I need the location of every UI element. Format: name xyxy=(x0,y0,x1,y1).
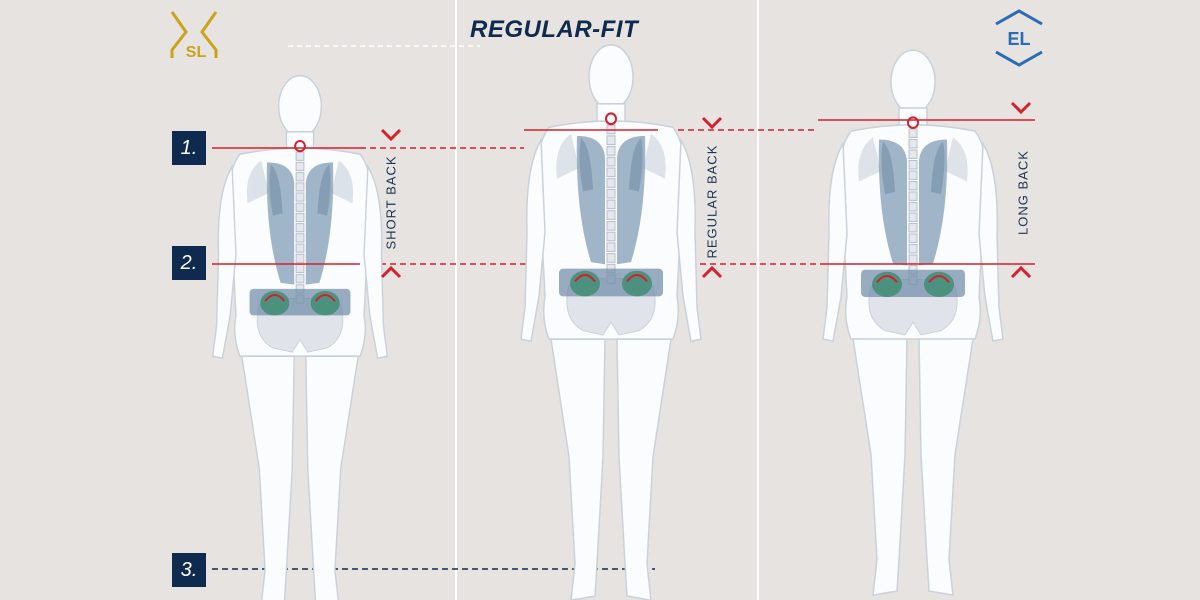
el-badge-label: EL xyxy=(1007,29,1030,49)
chevron-down-icon xyxy=(380,128,402,142)
label-regular-back: REGULAR BACK xyxy=(704,144,720,259)
label-short-back: SHORT BACK xyxy=(383,155,399,250)
page-title: REGULAR-FIT xyxy=(470,16,639,43)
marker-1: 1. xyxy=(172,131,206,165)
figure-long-back xyxy=(821,49,1005,597)
sl-badge-label: SL xyxy=(186,44,207,61)
el-badge-icon xyxy=(995,9,1043,67)
chevron-up-icon xyxy=(380,265,402,279)
chevron-down-icon xyxy=(701,116,723,130)
label-long-back: LONG BACK xyxy=(1015,150,1031,235)
chevron-down-icon xyxy=(1010,101,1032,115)
sl-badge-icon xyxy=(170,11,218,58)
marker-2: 2. xyxy=(172,246,206,280)
chevron-up-icon xyxy=(701,265,723,279)
chevron-up-icon xyxy=(1010,265,1032,279)
marker-3: 3. xyxy=(172,553,206,587)
figure-short-back xyxy=(211,74,389,600)
figure-regular-back xyxy=(519,43,703,600)
